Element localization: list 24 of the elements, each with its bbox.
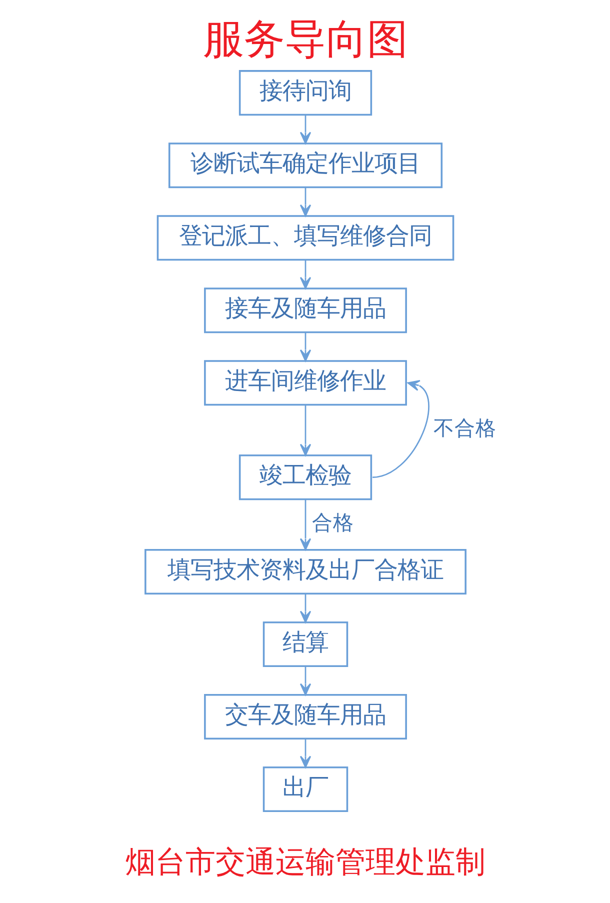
arrow <box>299 498 311 550</box>
arrow <box>299 593 311 622</box>
arrow <box>299 332 311 362</box>
edge-label: 合格 <box>311 510 354 534</box>
node-box: 诊断试车确定作业项目 <box>168 142 442 188</box>
arrow <box>299 738 311 768</box>
node-box: 结算 <box>262 620 348 667</box>
node-box: 出厂 <box>262 766 348 812</box>
arrow <box>299 186 311 216</box>
node-box: 竣工检验 <box>238 454 372 500</box>
arrow <box>299 404 311 456</box>
node-box: 接待问询 <box>238 70 372 116</box>
arrow <box>372 380 429 478</box>
caption: 烟台市交通运输管理处监制 <box>125 844 485 880</box>
node-box: 填写技术资料及出厂合格证 <box>144 548 466 594</box>
edge-label: 不合格 <box>432 415 496 440</box>
diagram-title: 服务导向图 <box>202 14 408 63</box>
arrow <box>299 114 311 144</box>
node-box: 进车间维修作业 <box>204 360 406 406</box>
arrow <box>299 666 311 695</box>
node-box: 交车及随车用品 <box>204 693 406 740</box>
node-box: 登记派工、填写维修合同 <box>156 214 454 260</box>
arrow <box>299 259 311 289</box>
node-box: 接车及随车用品 <box>204 287 406 333</box>
